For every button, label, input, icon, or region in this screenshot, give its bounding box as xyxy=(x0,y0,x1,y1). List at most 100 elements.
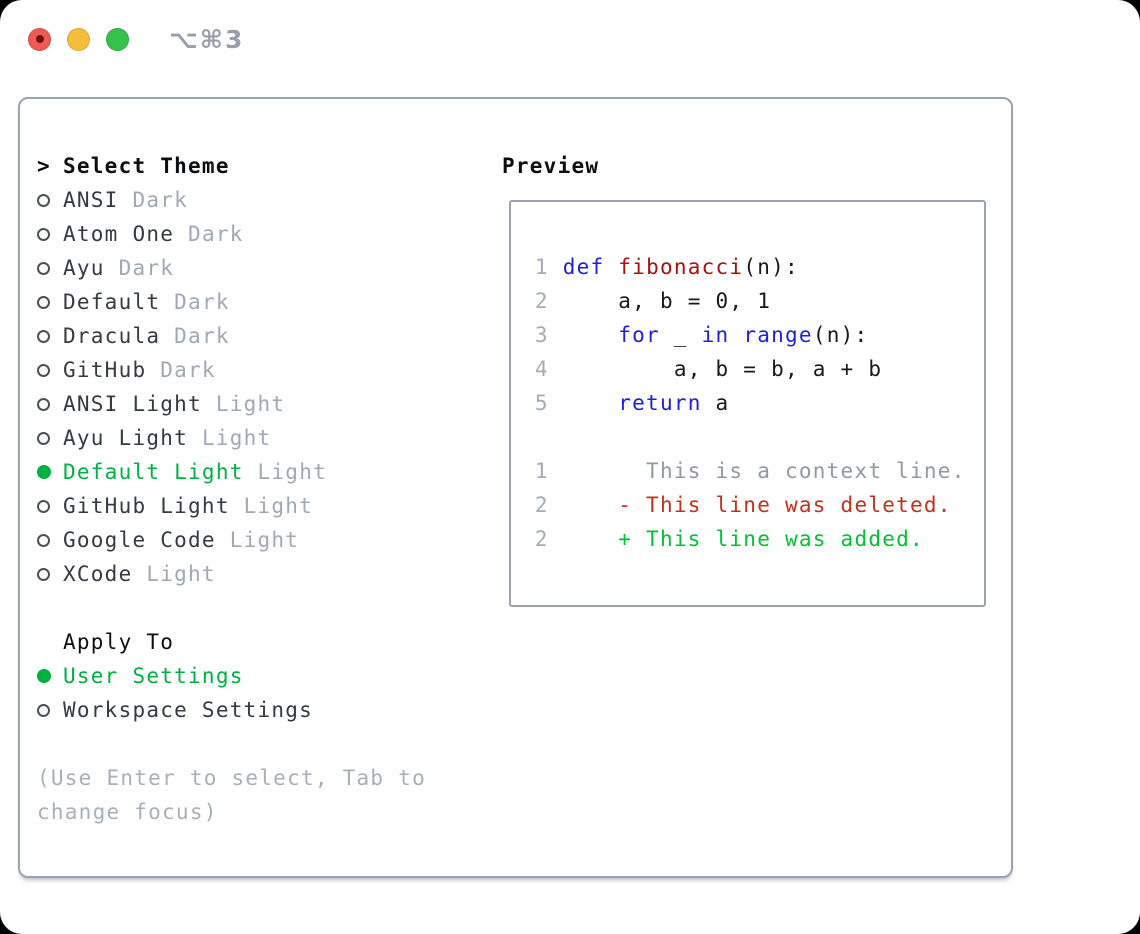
apply-to-title: Apply To xyxy=(63,630,175,654)
code-token: in xyxy=(701,323,730,347)
cursor-icon: > xyxy=(37,154,51,178)
code-token: def xyxy=(562,255,605,279)
code-token xyxy=(563,323,619,347)
radio-icon xyxy=(37,261,50,275)
line-number: 2 xyxy=(521,527,563,551)
line-number: 1 xyxy=(521,255,563,279)
gap xyxy=(37,727,447,761)
radio-selected-icon xyxy=(37,465,51,479)
line-number: 3 xyxy=(521,323,563,347)
variant-badge: Dark xyxy=(174,324,230,348)
line-number: 4 xyxy=(521,357,563,381)
line-number: 2 xyxy=(521,493,563,517)
radio-icon xyxy=(37,703,50,717)
blank-line xyxy=(521,420,984,454)
code-token: range xyxy=(743,323,813,347)
theme-option-atom-one[interactable]: Atom One Dark xyxy=(37,217,447,251)
code-token: a, b = 0, 1 xyxy=(562,289,772,313)
theme-option-xcode[interactable]: XCode Light xyxy=(37,557,447,591)
theme-option-ansi-light[interactable]: ANSI Light Light xyxy=(37,387,447,421)
line-number: 2 xyxy=(521,289,563,313)
radio-icon xyxy=(37,329,50,343)
theme-list-title: Select Theme xyxy=(63,154,230,178)
code-token: a xyxy=(701,391,730,415)
option-label: XCode xyxy=(63,562,133,586)
window-title: ⌥⌘3 xyxy=(169,24,245,54)
theme-option-default-light[interactable]: Default Light Light xyxy=(37,455,447,489)
radio-icon xyxy=(37,193,50,207)
keyboard-hint: (Use Enter to select, Tab to change focu… xyxy=(37,766,427,824)
apply-option-user-settings[interactable]: User Settings xyxy=(37,659,447,693)
option-label: Atom One xyxy=(63,222,175,246)
radio-icon xyxy=(37,567,50,581)
diff-line-context: 1 This is a context line. xyxy=(521,454,984,488)
code-token xyxy=(563,391,619,415)
line-number: 5 xyxy=(521,391,563,415)
option-label: User Settings xyxy=(63,664,244,688)
variant-badge: Dark xyxy=(160,358,216,382)
close-button[interactable] xyxy=(28,27,51,51)
variant-badge: Light xyxy=(215,392,286,416)
variant-badge: Dark xyxy=(132,188,189,212)
option-label: Default xyxy=(63,290,161,314)
minimize-button[interactable] xyxy=(67,27,90,51)
apply-to-header: Apply To xyxy=(37,625,447,659)
code-token: (n): xyxy=(812,323,869,347)
option-label: ANSI Light xyxy=(63,392,202,416)
radio-selected-icon xyxy=(37,669,51,683)
code-token xyxy=(729,323,743,347)
radio-icon xyxy=(37,227,50,241)
line-number: 1 xyxy=(521,459,563,483)
variant-badge: Light xyxy=(243,494,314,518)
preview-title: Preview xyxy=(502,154,600,178)
code-token: + This line was added. xyxy=(562,527,924,551)
preview-code: 1 def fibonacci(n): 2 a, b = 0, 1 3 for … xyxy=(511,202,984,556)
preview-box: 1 def fibonacci(n): 2 a, b = 0, 1 3 for … xyxy=(509,200,986,607)
variant-badge: Light xyxy=(257,460,327,484)
code-token: fibonacci xyxy=(618,255,744,279)
theme-option-google-code[interactable]: Google Code Light xyxy=(37,523,447,557)
titlebar: ⌥⌘3 xyxy=(0,0,1140,78)
theme-option-github[interactable]: GitHub Dark xyxy=(37,353,447,387)
variant-badge: Dark xyxy=(188,222,244,246)
code-line: 3 for _ in range(n): xyxy=(521,318,984,352)
variant-badge: Light xyxy=(229,528,300,552)
apply-option-workspace-settings[interactable]: Workspace Settings xyxy=(37,693,447,727)
diff-line-added: 2 + This line was added. xyxy=(521,522,984,556)
option-label: Dracula xyxy=(63,324,161,348)
code-line: 2 a, b = 0, 1 xyxy=(521,284,984,318)
code-token: _ xyxy=(659,323,702,347)
code-token: (n): xyxy=(743,255,799,279)
code-token: for xyxy=(618,323,660,347)
code-token xyxy=(604,255,618,279)
gap xyxy=(37,591,447,625)
option-label: Google Code xyxy=(63,528,216,552)
close-button-dot-icon xyxy=(35,35,44,43)
radio-icon xyxy=(37,499,50,513)
radio-icon xyxy=(37,363,50,377)
option-label: GitHub xyxy=(63,358,147,382)
radio-icon xyxy=(37,431,50,445)
theme-option-dracula[interactable]: Dracula Dark xyxy=(37,319,447,353)
variant-badge: Dark xyxy=(118,256,175,280)
code-line: 5 return a xyxy=(521,386,984,420)
zoom-button[interactable] xyxy=(106,27,129,51)
option-label: GitHub Light xyxy=(63,494,230,518)
code-token: This is a context line. xyxy=(562,459,966,483)
code-token: a, b = b, a + b xyxy=(562,357,883,381)
option-label: Workspace Settings xyxy=(63,698,314,722)
variant-badge: Light xyxy=(146,562,216,586)
code-line: 4 a, b = b, a + b xyxy=(521,352,984,386)
radio-icon xyxy=(37,295,50,309)
theme-option-github-light[interactable]: GitHub Light Light xyxy=(37,489,447,523)
option-label: Default Light xyxy=(63,460,244,484)
code-token: return xyxy=(618,391,702,415)
